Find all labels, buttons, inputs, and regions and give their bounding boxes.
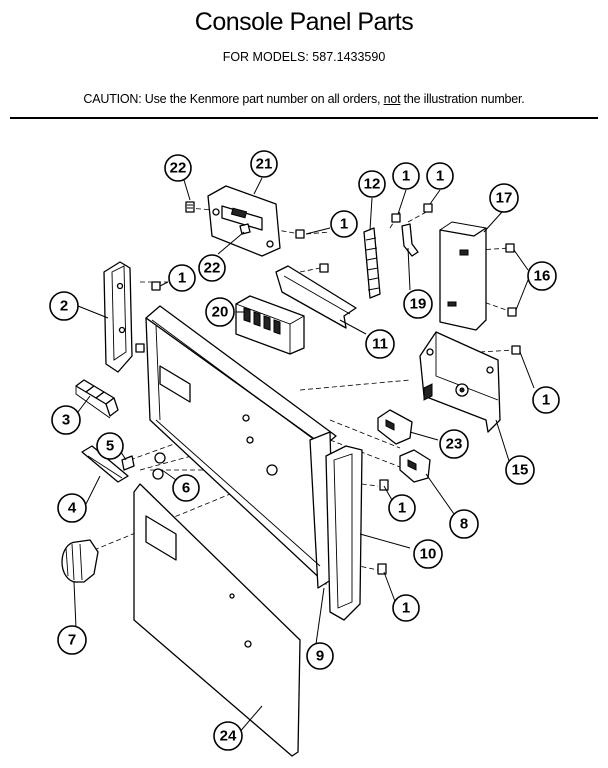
callout-10: 10 <box>413 539 443 569</box>
part-8-switch <box>399 449 431 483</box>
callout-5: 5 <box>96 432 124 460</box>
caution-text: CAUTION: Use the Kenmore part number on … <box>83 92 384 106</box>
callout-16: 16 <box>527 261 557 291</box>
part-7-knob <box>61 539 99 583</box>
part-19-clip <box>401 223 419 257</box>
part-6-lamps <box>152 452 166 480</box>
callout-17: 17 <box>489 183 519 213</box>
callout-label: 21 <box>256 156 273 173</box>
part-22-screw-lower <box>239 223 251 235</box>
callout-15: 15 <box>505 455 535 485</box>
caution-suffix: the illustration number. <box>400 92 525 106</box>
callout-3: 3 <box>51 405 81 435</box>
callout-label: 15 <box>512 462 529 479</box>
callout-label: 10 <box>420 546 437 563</box>
callout-label: 4 <box>68 500 77 517</box>
callout-2: 2 <box>49 291 79 321</box>
part-11-bracket <box>275 265 357 329</box>
callout-1: 1 <box>388 494 416 522</box>
part-2-end-bracket <box>103 261 133 373</box>
callout-label: 3 <box>62 412 70 429</box>
part-21-bracket <box>207 185 281 257</box>
console-panel <box>145 305 337 589</box>
callout-1: 1 <box>392 594 420 622</box>
page-title: Console Panel Parts <box>194 8 414 36</box>
part-5-clip <box>121 455 135 471</box>
callout-6: 6 <box>172 474 200 502</box>
part-24-front-panel <box>133 483 301 757</box>
callout-1: 1 <box>330 210 358 238</box>
part-17-cover <box>439 221 487 331</box>
callout-12: 12 <box>358 170 386 198</box>
callout-19: 19 <box>403 289 433 319</box>
callout-label: 1 <box>402 168 410 185</box>
callout-label: 22 <box>170 160 187 177</box>
callout-23: 23 <box>439 429 469 459</box>
callout-label: 9 <box>316 648 324 665</box>
callout-21: 21 <box>250 150 278 178</box>
header-rule <box>10 117 598 119</box>
part-15-control <box>419 331 501 433</box>
callout-1: 1 <box>532 386 560 414</box>
callout-label: 6 <box>182 480 190 497</box>
caution-note: CAUTION: Use the Kenmore part number on … <box>0 92 608 106</box>
callout-20: 20 <box>205 297 235 327</box>
leader-lines <box>73 177 535 735</box>
callout-label: 22 <box>204 260 221 277</box>
callout-7: 7 <box>57 625 87 655</box>
part-16-screws <box>505 243 517 317</box>
callout-label: 1 <box>178 270 186 287</box>
part-1-screws <box>135 203 521 575</box>
callout-label: 5 <box>106 438 114 455</box>
callout-label: 16 <box>534 268 551 285</box>
callout-label: 23 <box>446 436 463 453</box>
callout-label: 12 <box>364 176 381 193</box>
part-3-buttons <box>75 379 119 419</box>
callout-label: 1 <box>398 500 406 517</box>
callout-label: 1 <box>402 600 410 617</box>
callout-1: 1 <box>426 162 454 190</box>
callout-label: 8 <box>460 516 468 533</box>
callout-label: 19 <box>410 296 427 313</box>
part-4-bezel <box>81 445 129 483</box>
callout-22: 22 <box>164 154 192 182</box>
caution-emphasis: not <box>383 92 401 106</box>
callout-1: 1 <box>392 162 420 190</box>
callout-4: 4 <box>57 493 87 523</box>
callout-label: 17 <box>496 190 513 207</box>
part-20-switch-block <box>235 295 305 355</box>
callout-label: 1 <box>340 216 348 233</box>
callout-label: 2 <box>60 298 68 315</box>
callout-9: 9 <box>306 642 334 670</box>
callout-label: 1 <box>542 392 550 409</box>
callout-label: 1 <box>436 168 444 185</box>
callout-11: 11 <box>365 329 395 359</box>
model-number: FOR MODELS: 587.1433590 <box>222 50 386 64</box>
callout-label: 7 <box>68 632 76 649</box>
part-10-side-trim <box>325 445 363 621</box>
part-23-switch <box>377 409 413 445</box>
callout-label: 20 <box>212 304 229 321</box>
callout-24: 24 <box>213 721 243 751</box>
callout-8: 8 <box>449 509 479 539</box>
callout-label: 11 <box>372 336 388 353</box>
part-12-rack <box>363 227 381 299</box>
callout-1: 1 <box>168 264 196 292</box>
callout-22: 22 <box>198 254 226 282</box>
part-22-screw <box>185 201 195 213</box>
callout-label: 24 <box>220 728 237 745</box>
